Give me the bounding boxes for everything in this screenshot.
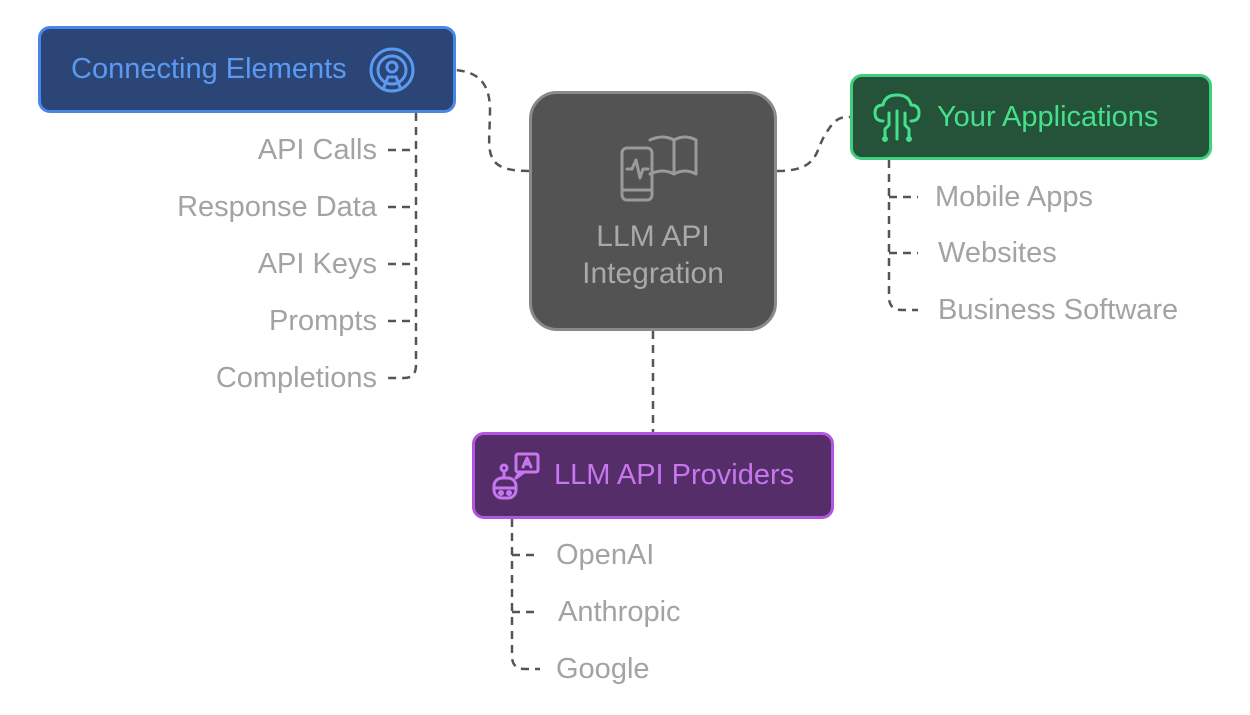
your-applications-title: Your Applications <box>937 100 1159 133</box>
connecting-item-api-keys: API Keys <box>257 248 377 280</box>
connecting-item-api-calls: API Calls <box>257 134 377 166</box>
providers-item-google: Google <box>556 653 650 685</box>
connecting-item-prompts: Prompts <box>269 305 377 337</box>
connecting-elements-node: Connecting Elements <box>38 26 456 113</box>
connecting-elements-title: Connecting Elements <box>71 53 347 85</box>
connecting-item-response-data: Response Data <box>177 191 377 223</box>
cloud-circuit-icon <box>873 93 921 142</box>
robot-chat-icon <box>492 452 540 499</box>
center-node: LLM API Integration <box>529 91 777 331</box>
your-applications-node: Your Applications <box>850 74 1212 160</box>
center-title-line1: LLM API <box>596 220 710 253</box>
applications-item-websites: Websites <box>938 237 1057 269</box>
providers-item-anthropic: Anthropic <box>558 596 681 628</box>
signal-person-icon <box>369 47 415 92</box>
connecting-item-completions: Completions <box>215 362 377 394</box>
applications-item-mobile-apps: Mobile Apps <box>935 181 1093 213</box>
center-title-line2: Integration <box>582 257 724 290</box>
mobile-book-icon <box>620 135 698 202</box>
llm-api-providers-title: LLM API Providers <box>554 459 795 491</box>
applications-item-business-software: Business Software <box>938 294 1179 326</box>
providers-item-openai: OpenAI <box>556 539 655 571</box>
llm-api-providers-node: LLM API Providers <box>472 432 834 519</box>
